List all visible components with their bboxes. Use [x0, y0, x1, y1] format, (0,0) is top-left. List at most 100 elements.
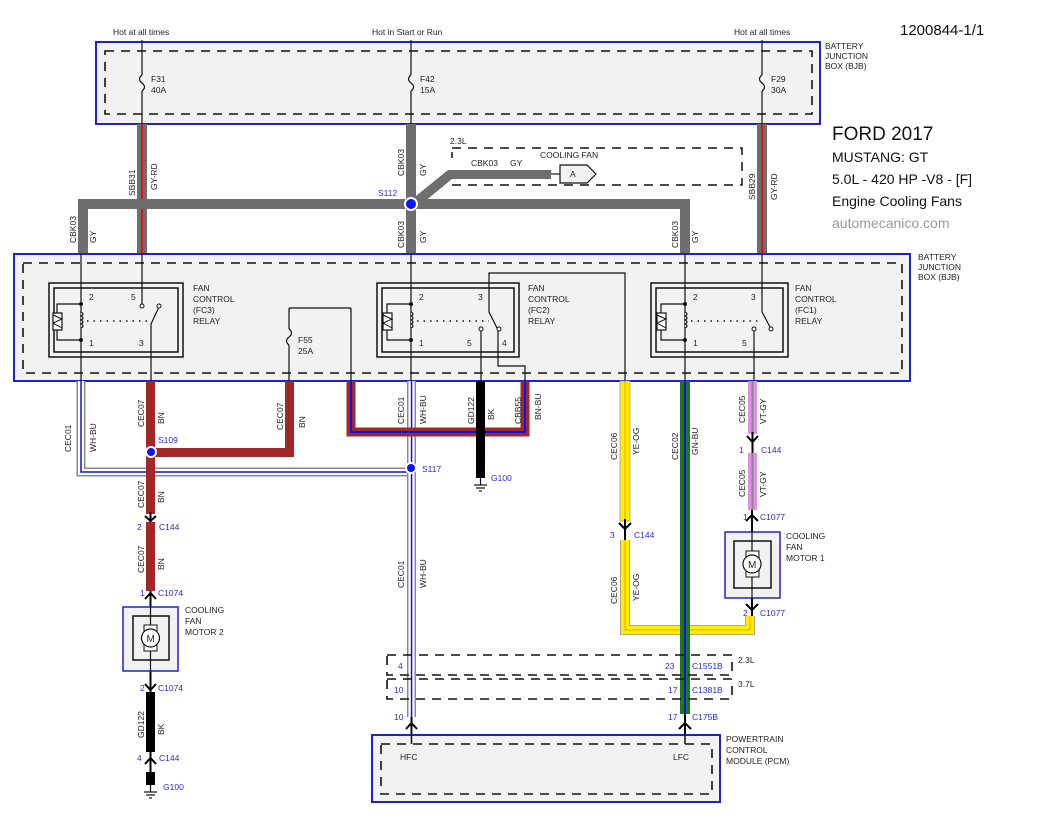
feed-caption-f29: Hot at all times	[734, 27, 790, 37]
c144-pin-ye: 3	[610, 530, 615, 540]
cooling-fan-motor-1	[724, 531, 781, 599]
motor-2-label-1: COOLING	[185, 605, 224, 615]
pcm-hfc-pin-label: HFC	[400, 752, 417, 762]
relay-pin-number: 5	[467, 338, 472, 348]
fuse-f29-rating: 30A	[771, 85, 786, 95]
wire-cec06-color-a: YE-OG	[631, 428, 641, 455]
pcm-lfc-pin-label: LFC	[673, 752, 689, 762]
relay-bjb-box	[13, 253, 911, 382]
motor-2-symbol: M	[147, 634, 155, 645]
fuse-f31-rating: 40A	[151, 85, 166, 95]
wire-cbb55	[346, 381, 530, 437]
relay-label-line: FAN	[528, 283, 545, 293]
pcm-5-0l-hfc-pin: 10	[394, 712, 404, 722]
feed-caption-f31: Hot at all times	[113, 27, 169, 37]
motor-1-label-2: FAN	[786, 542, 803, 552]
wire-cec01-circuit-left: CEC01	[63, 424, 73, 452]
pcm-3-7l-lfc-pin: 17	[668, 685, 678, 695]
pcm-variant-boxes	[386, 654, 733, 700]
optional-dest-label: COOLING FAN	[540, 150, 598, 160]
wire-cbk03-circuit-mid: CBK03	[396, 221, 406, 248]
wire-cec05-circuit-a: CEC05	[737, 395, 747, 423]
motor-2-label-3: MOTOR 2	[185, 627, 224, 637]
coil-icon	[683, 311, 688, 329]
c1074-label-b: C1074	[158, 683, 183, 693]
relay-pin-number: 2	[419, 292, 424, 302]
wire-cec07-circuit-a: CEC07	[136, 399, 146, 427]
wire-cec02-circuit: CEC02	[670, 432, 680, 460]
wire-cbb55-circuit: CBB55	[513, 397, 523, 424]
fuse-f29-id: F29	[771, 74, 786, 84]
relay-label-line: RELAY	[528, 316, 556, 326]
relay-label-line: (FC1)	[795, 305, 817, 315]
splice-s109	[145, 446, 157, 458]
top-bjb-box	[95, 41, 821, 125]
splice-s117-label: S117	[422, 464, 441, 474]
relay-label-line: CONTROL	[528, 294, 570, 304]
wire-cec01-color-left: WH-BU	[88, 423, 98, 452]
motor-2-label-2: FAN	[185, 616, 202, 626]
pcm-3-7l-connector: C1381B	[692, 685, 723, 695]
relay-label-line: (FC3)	[193, 305, 215, 315]
wire-cbk03-circuit-right: CBK03	[670, 221, 680, 248]
motor-1-icon	[742, 554, 762, 574]
wire-cbk03-color-top: GY	[418, 163, 428, 176]
wire-cbk03-color-left: GY	[88, 230, 98, 243]
wire-gd122-circuit-top: GD122	[466, 397, 476, 424]
wire-cec07-circuit-c: CEC07	[136, 480, 146, 508]
c1077-label-b: C1077	[760, 608, 785, 618]
c144-label-m2: C144	[159, 522, 180, 532]
c144-pin-gnd: 4	[137, 753, 142, 763]
connector-ref-a	[559, 164, 597, 184]
top-fuses	[138, 40, 766, 124]
splice-s112	[404, 197, 418, 211]
wire-cec05-circuit-b: CEC05	[737, 469, 747, 497]
relay-label-line: RELAY	[193, 316, 221, 326]
cooling-fan-motor-2	[122, 606, 179, 672]
title-system: Engine Cooling Fans	[832, 193, 962, 209]
relay-pin-number: 1	[693, 338, 698, 348]
pcm-2-3l-lfc-pin: 23	[665, 661, 675, 671]
motor-1-label-3: MOTOR 1	[786, 553, 825, 563]
wire-cec01-circuit-low: CEC01	[396, 560, 406, 588]
fuse-f31-id: F31	[151, 74, 166, 84]
variant-3-7l-label: 3.7L	[738, 679, 755, 689]
wire-cec07-color-c: BN	[156, 491, 166, 503]
coil-icon	[409, 311, 414, 329]
relay-pin-number: 5	[742, 338, 747, 348]
relay-pin-number: 3	[478, 292, 483, 302]
ground-g100-top-label: G100	[491, 473, 512, 483]
c1074-label-a: C1074	[158, 588, 183, 598]
c144-label-vt: C144	[761, 445, 782, 455]
wire-cec07-color-b: BN	[297, 416, 307, 428]
c1074-pin-a: 1	[140, 588, 145, 598]
relay-pin-number: 3	[751, 292, 756, 302]
wire-cbk03-color-mid: GY	[418, 230, 428, 243]
coil-icon	[79, 311, 84, 329]
wire-cbk03	[78, 124, 690, 254]
pcm-5-0l-lfc-pin: 17	[668, 712, 678, 722]
wire-sbb31-circuit: SBB31	[127, 169, 137, 196]
c1077-label-a: C1077	[760, 512, 785, 522]
fuse-f55-rating: 25A	[298, 346, 313, 356]
wire-sbb29-color: GY-RD	[769, 173, 779, 200]
wire-cec01-color-low: WH-BU	[418, 559, 428, 588]
wire-gd122-color-top: BK	[486, 408, 496, 420]
pcm-label-2: CONTROL	[726, 745, 768, 755]
pcm-label-1: POWERTRAIN	[726, 734, 783, 744]
wire-sbb31	[137, 124, 147, 254]
wire-gd122-circuit-bottom: GD122	[136, 711, 146, 738]
wire-cec07-color-a: BN	[156, 412, 166, 424]
optional-2-3l-box	[451, 147, 743, 186]
wire-cec05-color-a: VT-GY	[758, 398, 768, 424]
relay-pin-number: 3	[139, 338, 144, 348]
relay-pin-number: 5	[131, 292, 136, 302]
pcm-box	[371, 734, 721, 803]
pcm-5-0l-connector: C175B	[692, 712, 718, 722]
wire-cec02	[680, 381, 690, 714]
c144-pin-vt: 1	[739, 445, 744, 455]
motor-1-symbol: M	[748, 560, 756, 571]
